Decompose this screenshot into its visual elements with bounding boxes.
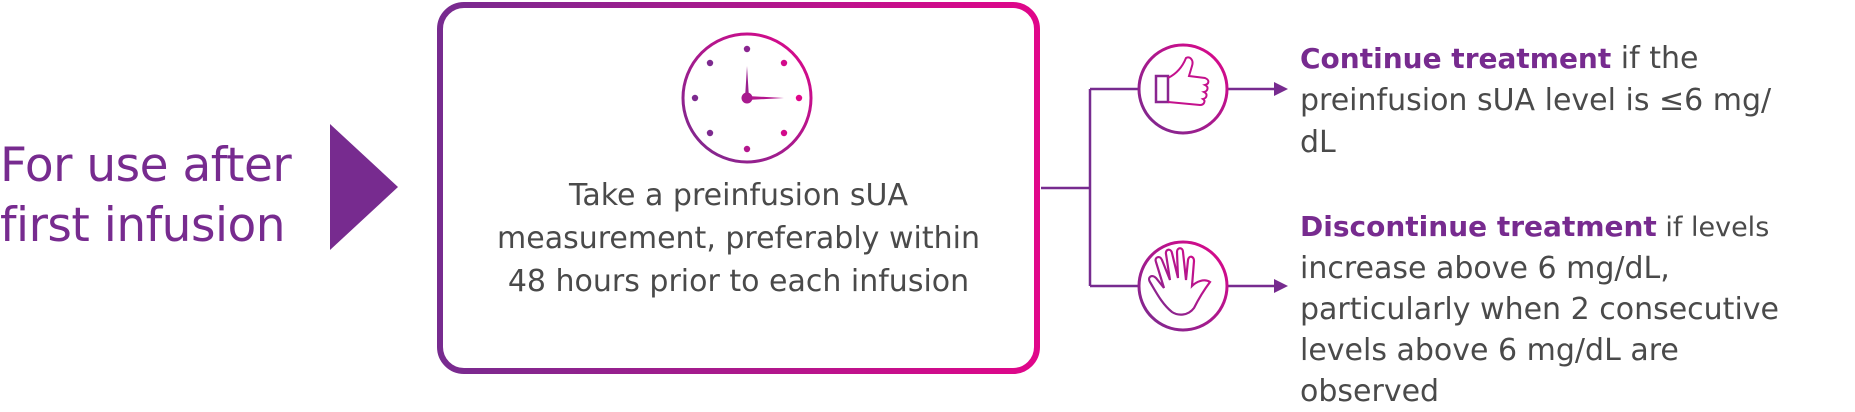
outcome-discontinue-lead: Discontinue treatment: [1300, 210, 1657, 243]
intro-line-1: For use after: [0, 138, 292, 193]
clock-icon: [681, 32, 813, 164]
outcome-continue-first-rest: if the: [1611, 41, 1699, 76]
outcome-continue-line-2: preinfusion sUA level is ≤6 mg/: [1300, 83, 1772, 118]
step-box-border: [437, 2, 1040, 374]
measurement-step-box: Take a preinfusion sUA measurement, pref…: [436, 2, 1041, 374]
outcome-discontinue: Discontinue treatment if levels increase…: [1300, 206, 1855, 412]
outcome-continue-first-line: Continue treatment if the: [1300, 38, 1855, 80]
thumbs-up-icon: [1137, 43, 1229, 135]
step-line-2: measurement, preferably within: [497, 221, 980, 256]
arrow-head-continue: [1274, 82, 1288, 96]
outcome-continue-line-3: dL: [1300, 125, 1336, 160]
intro-line-2: first infusion: [0, 198, 286, 253]
outcome-discontinue-first-line: Discontinue treatment if levels: [1300, 206, 1855, 248]
step-description: Take a preinfusion sUA measurement, pref…: [436, 174, 1041, 303]
outcome-discontinue-first-rest: if levels: [1656, 212, 1770, 243]
outcome-discontinue-line-5: observed: [1300, 374, 1440, 409]
outcome-discontinue-line-3: particularly when 2 consecutive: [1300, 292, 1779, 327]
arrow-head-discontinue: [1274, 279, 1288, 293]
stop-hand-icon: [1137, 240, 1229, 332]
outcome-discontinue-line-2: increase above 6 mg/dL,: [1300, 251, 1670, 286]
step-line-3: 48 hours prior to each infusion: [507, 264, 970, 299]
triangle-arrow-icon: [330, 124, 398, 250]
outcome-continue-lead: Continue treatment: [1300, 42, 1612, 75]
intro-label: For use after first infusion: [0, 136, 320, 256]
step-line-1: Take a preinfusion sUA: [568, 178, 909, 213]
outcome-continue: Continue treatment if the preinfusion sU…: [1300, 38, 1855, 164]
outcome-discontinue-line-4: levels above 6 mg/dL are: [1300, 333, 1679, 368]
